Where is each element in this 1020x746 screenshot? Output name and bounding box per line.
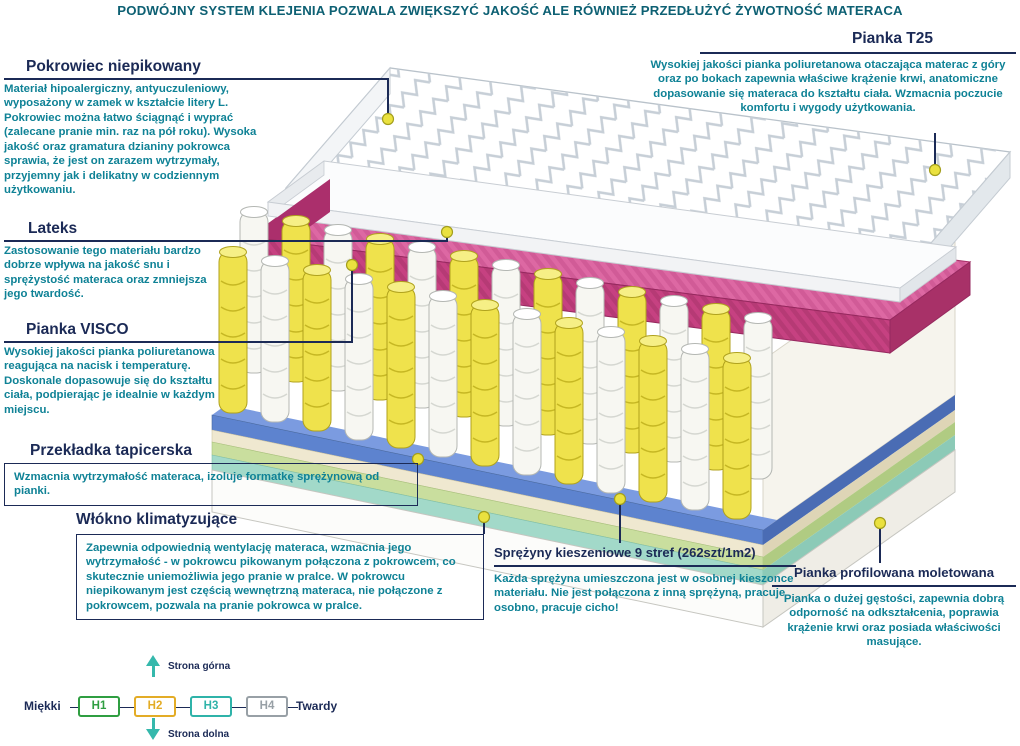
- dot-pokrowiec: [381, 112, 395, 126]
- dot-wlokno: [477, 510, 491, 524]
- callout-wlokno-title: Włókno klimatyzujące: [76, 511, 238, 528]
- dot-przekladka: [411, 452, 425, 466]
- callout-lateks-title: Lateks: [28, 220, 78, 237]
- callout-lateks-body: Zastosowanie tego materiału bardzo dobrz…: [4, 244, 207, 301]
- dot-visco: [345, 258, 359, 272]
- scale-top-label: Strona górna: [168, 661, 231, 672]
- hardness-level-h2: H2: [134, 696, 176, 717]
- callout-pokrowiec-title: Pokrowiec niepikowany: [26, 58, 201, 75]
- base-layers: [211, 224, 956, 628]
- dot-sprezyny: [613, 492, 627, 506]
- callout-t25-title: Pianka T25: [852, 30, 933, 47]
- callout-t25-body: Wysokiej jakości pianka poliuretanowa ot…: [650, 59, 1006, 115]
- hardness-level-h4: H4: [246, 696, 288, 717]
- banner-title: PODWÓJNY SYSTEM KLEJENIA POZWALA ZWIĘKSZ…: [117, 3, 903, 18]
- callout-przekladka-title: Przekładka tapicerska: [30, 442, 192, 459]
- callout-wlokno: Włókno klimatyzujące Zapewnia odpowiedni…: [76, 511, 484, 621]
- callout-lines: [4, 52, 1016, 563]
- up-arrow-icon: [146, 655, 160, 677]
- callout-dots: [345, 112, 942, 530]
- latex-layer: [266, 160, 958, 303]
- callout-pokrowiec-body: Materiał hipoalergiczny, antyuczuleniowy…: [4, 82, 257, 196]
- callout-przekladka-body: Wzmacnia wytrzymałość materaca, izoluje …: [4, 462, 418, 506]
- hardness-level-h1: H1: [78, 696, 120, 717]
- scale-hard-label: Twardy: [296, 699, 338, 713]
- callout-visco: Pianka VISCO Wysokiej jakości pianka pol…: [4, 321, 236, 417]
- callout-sprezyny: Sprężyny kieszeniowe 9 stref (262szt/1m2…: [494, 545, 796, 615]
- callout-lateks: Lateks Zastosowanie tego materiału bardz…: [4, 220, 228, 302]
- callout-profilowana: Pianka profilowana moletowana Pianka o d…: [772, 565, 1016, 650]
- dot-lateks: [440, 225, 454, 239]
- hardness-level-h3: H3: [190, 696, 232, 717]
- dot-profilowana: [873, 516, 887, 530]
- callout-sprezyny-body: Każda sprężyna umieszczona jest w osobne…: [494, 572, 794, 614]
- callout-wlokno-body: Zapewnia odpowiednią wentylację materaca…: [76, 533, 484, 621]
- scale-connector-line: [70, 707, 298, 708]
- scale-bottom-label: Strona dolna: [168, 729, 230, 740]
- dot-t25: [928, 163, 942, 177]
- down-arrow-icon: [146, 718, 160, 740]
- scale-soft-label: Miękki: [24, 699, 61, 713]
- callout-visco-body: Wysokiej jakości pianka poliuretanowa re…: [4, 345, 215, 416]
- callout-profilowana-body: Pianka o dużej gęstości, zapewnia dobrą …: [783, 592, 1005, 649]
- callout-visco-title: Pianka VISCO: [26, 321, 129, 338]
- callout-sprezyny-title: Sprężyny kieszeniowe 9 stref (262szt/1m2…: [494, 545, 796, 567]
- callout-pokrowiec: Pokrowiec niepikowany Materiał hipoalerg…: [4, 58, 258, 197]
- callout-profilowana-title: Pianka profilowana moletowana: [772, 565, 1016, 587]
- callout-przekladka: Przekładka tapicerska Wzmacnia wytrzymał…: [4, 442, 418, 506]
